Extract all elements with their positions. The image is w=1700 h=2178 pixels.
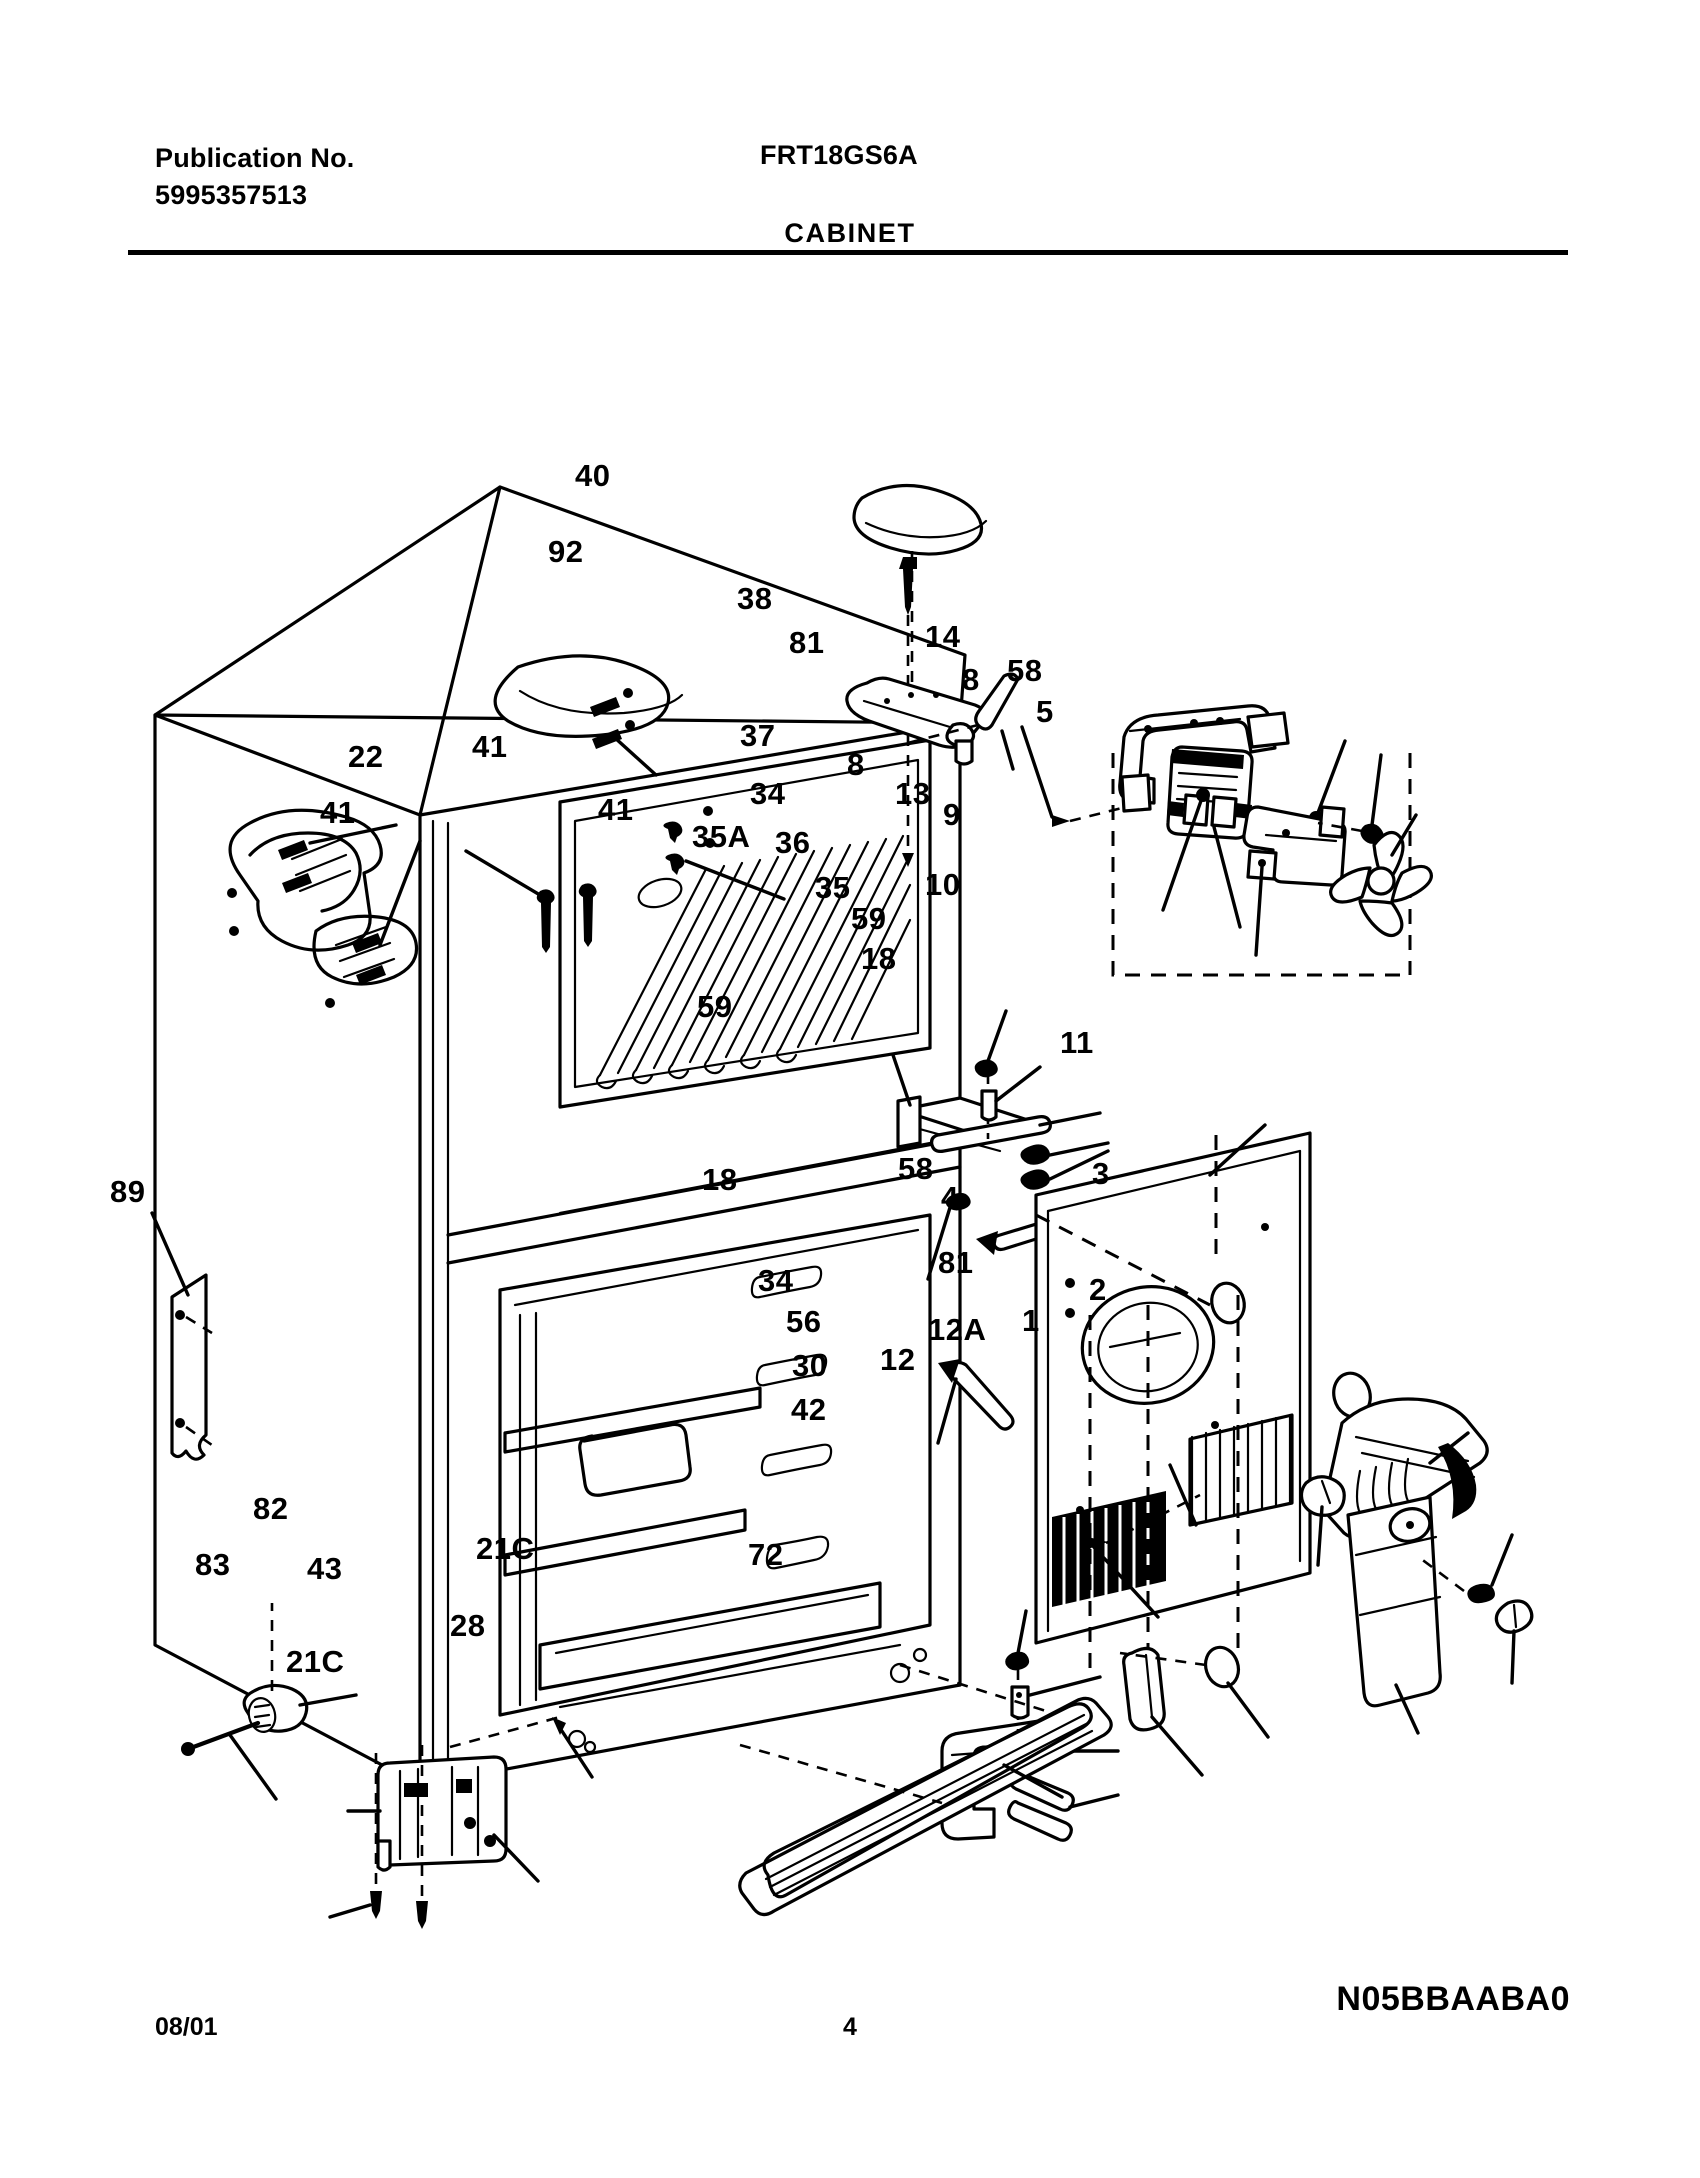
callout-41-right: 41: [598, 792, 634, 827]
exploded-assembly-drawing: .ln{fill:none;stroke:#000;stroke-width:3…: [0, 255, 1700, 1955]
callout-1: 1: [1022, 1303, 1040, 1338]
callout-4: 4: [941, 1180, 959, 1215]
callout-36: 36: [775, 825, 811, 860]
callout-58-bottom: 58: [898, 1151, 934, 1186]
model-number: FRT18GS6A: [760, 140, 918, 170]
footer-form-code: N05BBAABA0: [1336, 1980, 1570, 2018]
callout-82: 82: [253, 1491, 289, 1526]
callout-13: 13: [895, 776, 931, 811]
callout-89: 89: [110, 1174, 146, 1209]
callout-34-top: 34: [750, 776, 786, 811]
callout-21C-bottom: 21C: [286, 1644, 345, 1679]
callout-22: 22: [348, 739, 384, 774]
callout-18-bottom: 18: [702, 1162, 738, 1197]
callout-81-top: 81: [789, 625, 825, 660]
callout-43: 43: [307, 1551, 343, 1586]
callout-21C-right: 21C: [476, 1531, 535, 1566]
callout-12: 12: [880, 1342, 916, 1377]
section-title: CABINET: [784, 218, 916, 248]
callout-40: 40: [575, 458, 611, 493]
callout-37: 37: [740, 718, 776, 753]
callout-56: 56: [786, 1304, 822, 1339]
publication-label: Publication No.: [155, 143, 355, 173]
callout-59-top: 59: [851, 901, 887, 936]
publication-block: Publication No. 5995357513: [155, 140, 355, 215]
callout-59-bottom: 59: [697, 989, 733, 1024]
callout-42: 42: [791, 1392, 827, 1427]
callout-92: 92: [548, 534, 584, 569]
callout-14: 14: [925, 619, 961, 654]
callout-10: 10: [925, 867, 961, 902]
callout-35: 35: [815, 870, 851, 905]
callout-41-left: 41: [320, 795, 356, 830]
callout-83: 83: [195, 1547, 231, 1582]
callout-38: 38: [737, 581, 773, 616]
callout-34-bottom: 34: [758, 1263, 794, 1298]
callout-28: 28: [450, 1608, 486, 1643]
callout-41-top: 41: [472, 729, 508, 764]
callout-2: 2: [1089, 1272, 1107, 1307]
callout-8-left: 8: [847, 747, 865, 782]
callout-12A: 12A: [928, 1312, 987, 1347]
callout-11: 11: [1060, 1025, 1094, 1060]
callout-3: 3: [1092, 1156, 1110, 1191]
callout-58-top: 58: [1007, 653, 1043, 688]
callout-35A: 35A: [692, 819, 751, 854]
callout-18-top: 18: [861, 941, 897, 976]
callout-9: 9: [943, 797, 961, 832]
callout-81-bottom: 81: [938, 1245, 974, 1280]
callout-72: 72: [748, 1537, 784, 1572]
header-divider-rule: [128, 250, 1568, 255]
callout-30: 30: [792, 1348, 828, 1383]
publication-number: 5995357513: [155, 180, 308, 211]
callout-8-right: 8: [962, 662, 980, 697]
footer-date: 08/01: [155, 2013, 218, 2041]
callout-5: 5: [1036, 694, 1054, 729]
footer-page-number: 4: [843, 2013, 857, 2041]
